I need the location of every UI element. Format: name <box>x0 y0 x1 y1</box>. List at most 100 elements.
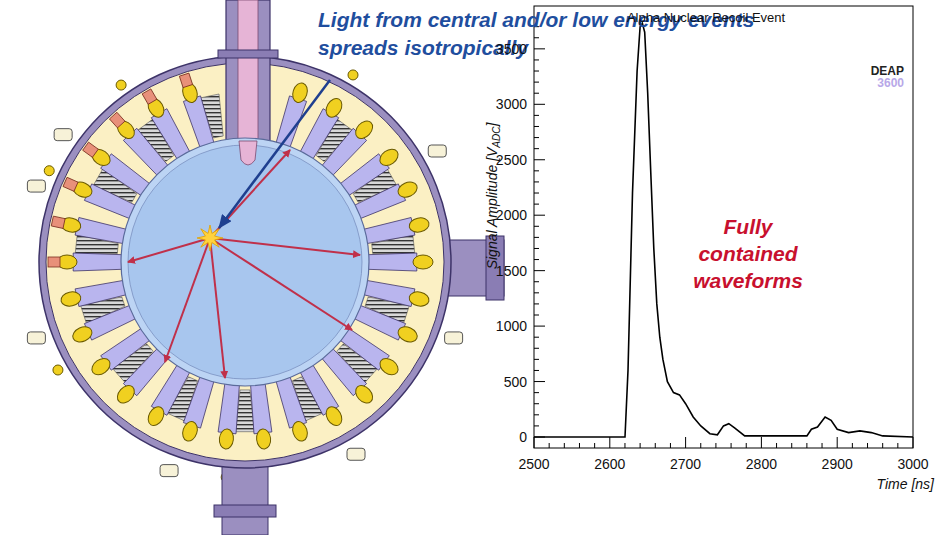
x-tick <box>624 443 625 448</box>
external-sensor <box>27 180 45 192</box>
light-ray <box>165 238 210 362</box>
pmt <box>352 382 376 406</box>
x-tick <box>806 443 807 448</box>
pmt <box>377 355 401 378</box>
y-tick <box>534 48 545 49</box>
x-tick-label: 3000 <box>897 456 928 472</box>
y-tick <box>534 348 539 349</box>
logo: 3600 <box>877 76 904 90</box>
x-tick <box>867 443 868 448</box>
y-tick-label: 2500 <box>496 152 527 168</box>
y-tick <box>534 381 545 382</box>
x-tick-label: 2900 <box>822 456 853 472</box>
y-tick <box>534 204 539 205</box>
y-tick <box>534 303 539 304</box>
pmt-base <box>63 177 78 191</box>
annotation: Fully contained waveforms <box>678 213 818 294</box>
pmt <box>396 324 420 345</box>
y-tick <box>534 82 539 83</box>
axis-label-part: ] <box>484 123 500 127</box>
y-tick-label: 1500 <box>496 263 527 279</box>
pmt <box>352 118 376 142</box>
light-guide <box>364 218 415 244</box>
pmt <box>114 382 138 406</box>
pmt <box>323 96 345 120</box>
x-tick <box>761 437 762 448</box>
light-guide <box>364 280 415 306</box>
pmt <box>290 81 309 104</box>
light-guide <box>354 305 405 340</box>
logo: DEAP <box>871 64 904 78</box>
y-tick-label: 3000 <box>496 96 527 112</box>
y-tick <box>534 248 539 249</box>
x-tick <box>822 443 823 448</box>
x-tick <box>852 443 853 448</box>
pmt-base <box>48 257 60 267</box>
light-guide <box>84 184 135 219</box>
external-sensor <box>160 465 178 477</box>
light-guide <box>276 377 307 429</box>
bottom-flange <box>222 462 268 535</box>
light-guide <box>218 383 239 434</box>
plot-frame <box>534 6 913 448</box>
y-tick <box>534 359 539 360</box>
bottom-flange-plate <box>214 505 276 517</box>
light-guide <box>84 305 135 340</box>
y-tick <box>534 137 539 138</box>
light-ray <box>210 238 360 255</box>
pmt-base <box>179 73 192 88</box>
y-tick <box>534 403 539 404</box>
x-tick <box>685 437 686 448</box>
y-tick-label: 3500 <box>496 41 527 57</box>
pmt <box>89 355 113 378</box>
pmt-base <box>142 89 157 104</box>
light-guide <box>75 218 126 244</box>
neck <box>226 0 270 142</box>
external-sensor <box>428 145 446 157</box>
x-tick <box>670 443 671 448</box>
axis-subscript: ADC <box>491 127 502 148</box>
x-tick <box>579 443 580 448</box>
x-tick <box>640 443 641 448</box>
x-tick <box>791 443 792 448</box>
light-guide <box>183 96 214 148</box>
y-tick <box>534 326 545 327</box>
light-ray <box>210 238 225 378</box>
pmt <box>396 179 420 200</box>
pmt <box>218 428 234 449</box>
pmt <box>413 255 433 269</box>
neck-tip <box>239 141 257 165</box>
waveform <box>534 23 913 437</box>
veto-pmt <box>53 365 63 375</box>
x-tick-label: 2600 <box>594 456 625 472</box>
x-tick <box>549 443 550 448</box>
pmt <box>60 290 82 308</box>
x-tick <box>655 443 656 448</box>
pmt <box>408 290 430 308</box>
external-sensor <box>445 332 463 344</box>
y-tick <box>534 370 539 371</box>
y-tick <box>534 148 539 149</box>
y-tick <box>534 115 539 116</box>
y-tick-label: 2000 <box>496 207 527 223</box>
y-tick <box>534 292 539 293</box>
x-tick <box>882 443 883 448</box>
y-axis-label: Signal Amplitude [VADC] <box>484 123 502 270</box>
x-tick <box>897 443 898 448</box>
x-tick-label: 2500 <box>518 456 549 472</box>
y-tick <box>534 281 539 282</box>
y-tick-label: 500 <box>504 374 527 390</box>
y-tick <box>534 170 539 171</box>
y-tick <box>534 392 539 393</box>
pmt <box>290 420 309 443</box>
light-guide <box>354 184 405 219</box>
y-tick <box>534 215 545 216</box>
x-tick <box>700 443 701 448</box>
x-tick <box>731 443 732 448</box>
y-tick <box>534 104 545 105</box>
y-tick <box>534 37 539 38</box>
light-guide <box>368 253 417 271</box>
callout-arrow <box>219 80 330 228</box>
x-tick <box>609 437 610 448</box>
pmt <box>70 324 94 345</box>
